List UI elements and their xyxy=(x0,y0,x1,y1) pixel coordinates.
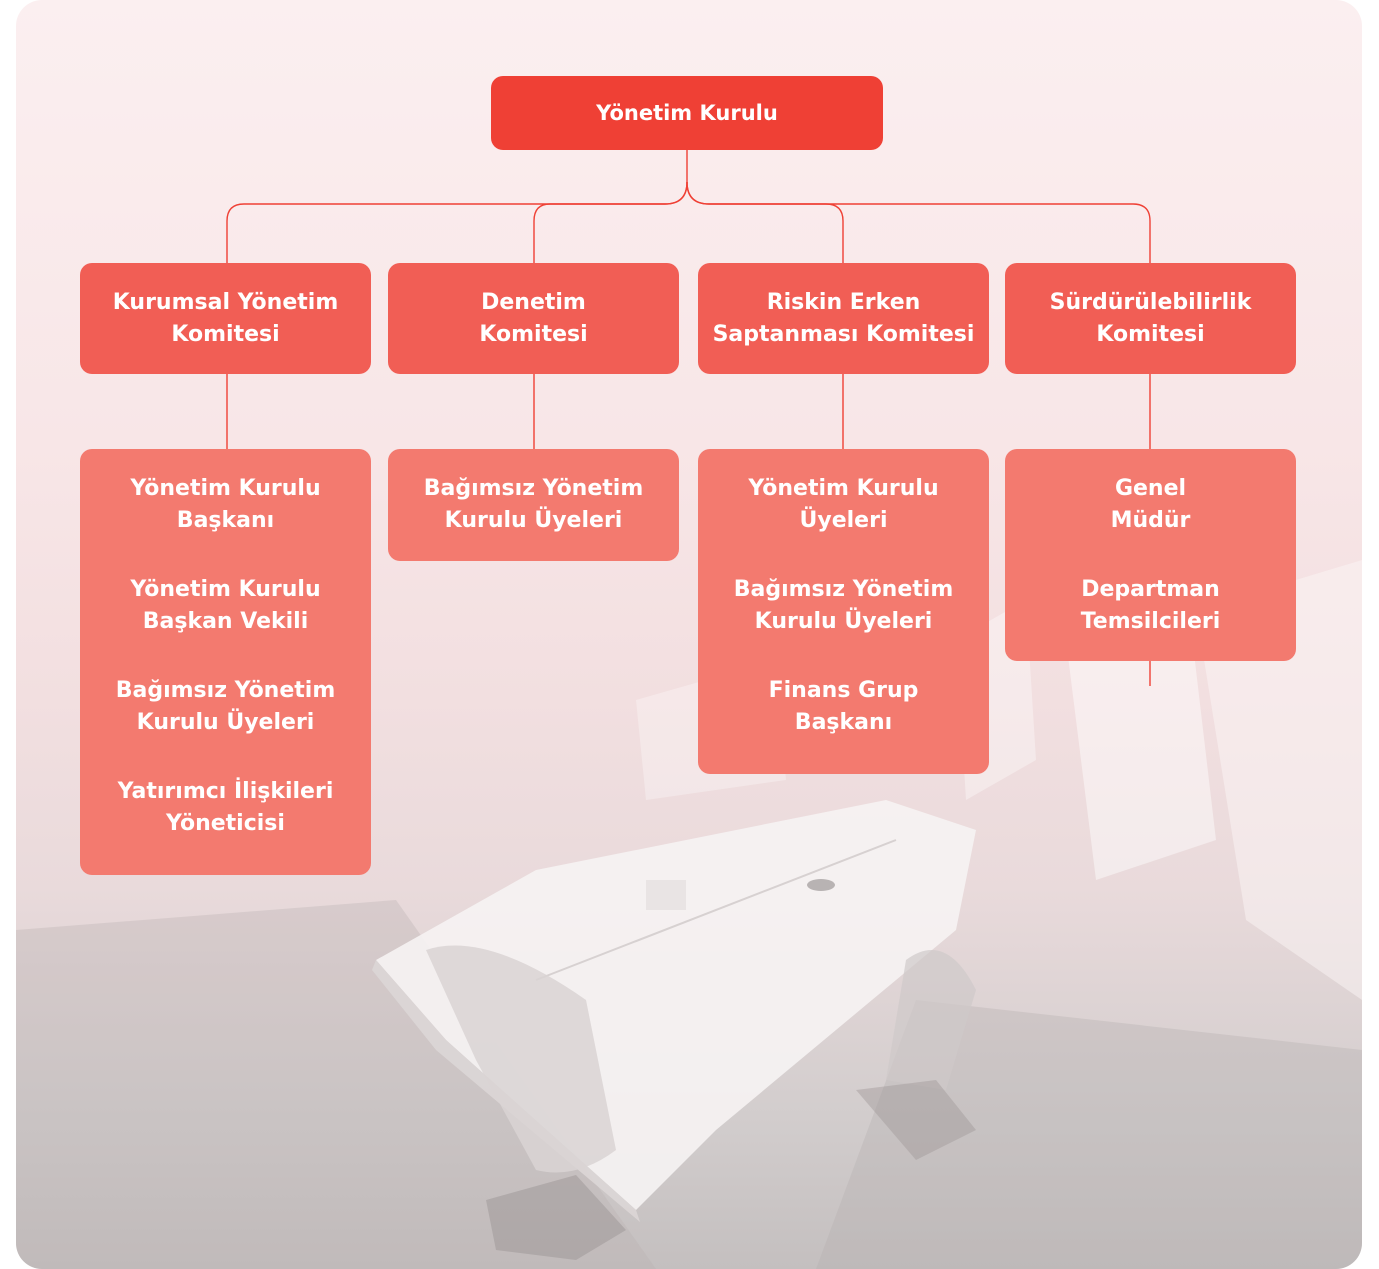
member-item: Departman Temsilcileri xyxy=(1080,577,1221,634)
corporate-governance-committee-box: Kurumsal Yönetim Komitesi xyxy=(80,263,371,374)
corporate-governance-members-box: Yönetim Kurulu Başkanı Yönetim Kurulu Ba… xyxy=(80,449,371,875)
member-item: Yönetim Kurulu Üyeleri xyxy=(748,476,939,533)
sustainability-members-box: Genel Müdür Departman Temsilcileri xyxy=(1005,449,1296,661)
sustainability-committee-box: Sürdürülebilirlik Komitesi xyxy=(1005,263,1296,374)
committee-label: Riskin Erken Saptanması Komitesi xyxy=(712,289,975,347)
committee-label: Denetim Komitesi xyxy=(479,289,588,347)
committee-label: Kurumsal Yönetim Komitesi xyxy=(112,289,339,347)
member-item: Yatırımcı İlişkileri Yöneticisi xyxy=(117,779,334,836)
member-item: Yönetim Kurulu Başkanı xyxy=(130,476,321,533)
board-of-directors-box: Yönetim Kurulu xyxy=(491,76,883,150)
early-risk-detection-committee-box: Riskin Erken Saptanması Komitesi xyxy=(698,263,989,374)
member-item: Bağımsız Yönetim Kurulu Üyeleri xyxy=(423,476,644,533)
audit-committee-box: Denetim Komitesi xyxy=(388,263,679,374)
board-of-directors-label: Yönetim Kurulu xyxy=(596,101,778,125)
member-item: Finans Grup Başkanı xyxy=(768,678,919,735)
member-item: Bağımsız Yönetim Kurulu Üyeleri xyxy=(115,678,336,735)
early-risk-members-box: Yönetim Kurulu Üyeleri Bağımsız Yönetim … xyxy=(698,449,989,774)
audit-members-box: Bağımsız Yönetim Kurulu Üyeleri xyxy=(388,449,679,561)
member-item: Bağımsız Yönetim Kurulu Üyeleri xyxy=(733,577,954,634)
committee-label: Sürdürülebilirlik Komitesi xyxy=(1049,289,1252,347)
member-item: Yönetim Kurulu Başkan Vekili xyxy=(130,577,321,634)
member-item: Genel Müdür xyxy=(1110,476,1191,533)
